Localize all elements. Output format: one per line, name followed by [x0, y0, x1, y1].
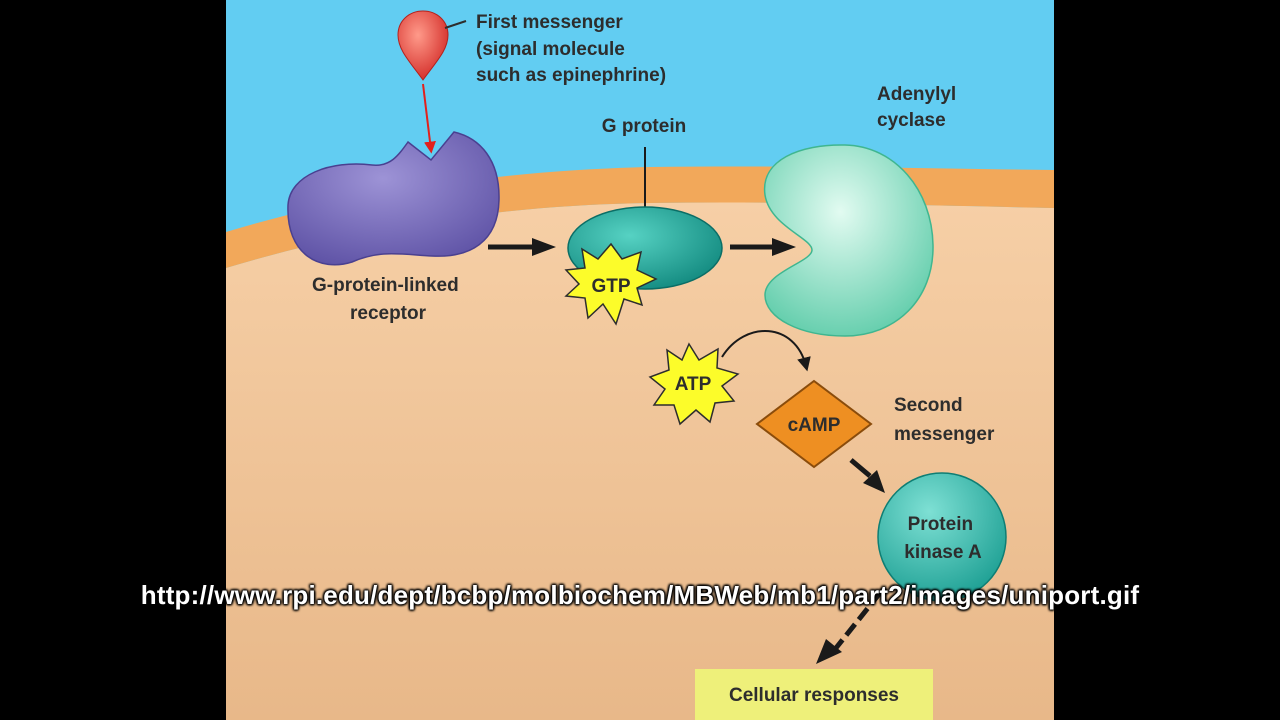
- first-messenger-label: such as epinephrine): [476, 65, 666, 86]
- source-url-caption: http://www.rpi.edu/dept/bcbp/molbiochem/…: [140, 580, 1140, 610]
- protein-kinase-label: Protein: [908, 514, 973, 535]
- svg-text:Protein kinase A: Protein kinase A: [904, 514, 982, 563]
- adenylyl-cyclase-label: cyclase: [877, 110, 946, 131]
- svg-text:G-protein-linked recepto: G-protein-linked receptor: [312, 275, 464, 324]
- receptor-label: G-protein-linked: [312, 275, 459, 296]
- svg-text:First messenger (signal: First messenger (signal molecule such as…: [476, 12, 666, 86]
- camp: cAMP Second messenger: [755, 379, 995, 469]
- diagram-panel: [226, 0, 1054, 720]
- first-messenger: First messenger (signal molecule such as…: [397, 10, 666, 154]
- protein-kinase-a-circle: [877, 472, 1007, 602]
- g-protein: G protein GTP: [564, 116, 723, 326]
- cellular-responses-label: Cellular responses: [729, 685, 899, 706]
- protein-kinase-label: kinase A: [904, 542, 982, 563]
- receptor-label: receptor: [350, 303, 427, 324]
- camp-label: cAMP: [788, 415, 841, 436]
- signal-molecule-drop: [397, 10, 449, 81]
- adenylyl-cyclase-label: Adenylyl: [877, 84, 956, 105]
- atp-to-camp: ATP: [648, 330, 811, 426]
- second-messenger-label: Second: [894, 395, 963, 416]
- g-protein-label: G protein: [602, 116, 686, 137]
- protein-kinase-a: Protein kinase A: [877, 472, 1007, 602]
- svg-text:Adenylyl cyclase: Adenylyl cyclase: [877, 84, 961, 131]
- atp-label: ATP: [675, 374, 712, 395]
- first-messenger-leader: [444, 20, 467, 29]
- binding-arrow: [422, 83, 436, 154]
- first-messenger-label: First messenger: [476, 12, 623, 33]
- atp-starburst: [648, 342, 740, 426]
- adenylyl-cyclase-shape: [763, 144, 934, 337]
- cellular-responses: Cellular responses: [695, 669, 933, 720]
- arrow-pka-to-responses: [816, 591, 882, 664]
- adenylyl-cyclase: Adenylyl cyclase: [763, 84, 961, 337]
- arrow-gprotein-to-cyclase: [730, 238, 796, 256]
- receptor-shape: [287, 131, 500, 266]
- gtp-label: GTP: [591, 276, 630, 297]
- arrow-camp-to-pka: [849, 458, 885, 493]
- camp-diamond: [755, 379, 873, 469]
- svg-text:Second messenger: Second messenger: [894, 395, 995, 445]
- first-messenger-label: (signal molecule: [476, 39, 625, 60]
- cellular-responses-box: [695, 669, 933, 720]
- arrow-receptor-to-gprotein: [488, 238, 556, 256]
- gtp-starburst: [564, 242, 658, 326]
- g-protein-linked-receptor: G-protein-linked receptor: [287, 131, 500, 324]
- second-messenger-label: messenger: [894, 424, 995, 445]
- conversion-arrow: [721, 330, 811, 372]
